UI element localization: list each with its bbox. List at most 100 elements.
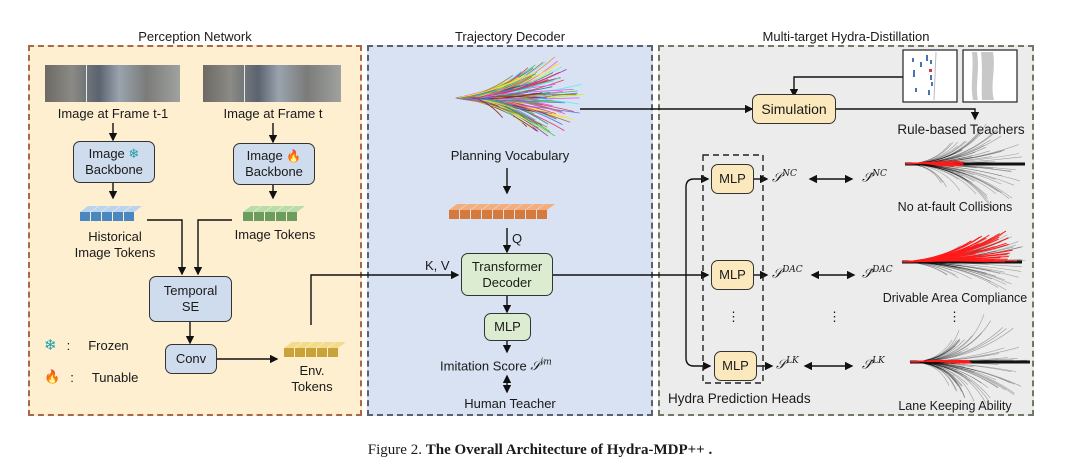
token-top-face	[254, 206, 272, 212]
legend-tunable-label: Tunable	[91, 369, 139, 385]
token-top-face	[102, 206, 120, 212]
transformer-line1: Transformer	[471, 258, 543, 274]
image-tokens-label: Image Tokens	[234, 227, 316, 242]
token-front-face	[254, 212, 264, 221]
fire-icon: 🔥	[286, 149, 302, 163]
rule-teacher-thumbnail-map	[902, 49, 958, 103]
pred-dac-symbol: 𝒮	[772, 266, 783, 282]
env-tokens-label: Env. Tokens	[282, 363, 342, 395]
token-front-face	[243, 212, 253, 221]
env-tokens-graphic	[284, 342, 346, 357]
key-value-label: K, V	[425, 258, 450, 273]
planning-vocabulary-label: Planning Vocabulary	[450, 148, 570, 163]
transformer-decoder-block: Transformer Decoder	[461, 253, 553, 296]
historical-tokens-label: Historical Image Tokens	[60, 229, 170, 261]
token-top-face	[460, 204, 478, 210]
token-front-face	[317, 348, 327, 357]
mlp-head-lk: MLP	[714, 351, 757, 381]
historical-image-tokens-graphic	[80, 206, 142, 221]
token-top-face	[80, 206, 98, 212]
imitation-score-label: Imitation Score 𝒮im	[440, 355, 552, 375]
token-front-face	[493, 210, 503, 219]
perception-network-title: Perception Network	[138, 29, 252, 44]
token-front-face	[306, 348, 316, 357]
token-front-face	[328, 348, 338, 357]
token-front-face	[537, 210, 547, 219]
token-top-face	[91, 206, 109, 212]
figure-caption: Figure 2. The Overall Architecture of Hy…	[0, 442, 1080, 459]
frame-curr-label: Image at Frame t	[223, 106, 323, 121]
arrow-simulation-to-teachers	[836, 108, 980, 121]
token-top-face	[265, 206, 283, 212]
imitation-symbol: 𝒮	[530, 359, 541, 375]
token-top-face	[328, 342, 346, 348]
image-tokens-graphic	[243, 206, 305, 221]
target-lk-symbol: 𝒮̂	[862, 357, 873, 373]
camera-image-frame-curr	[203, 65, 341, 102]
arrow-to-mlp-lk	[685, 275, 712, 371]
mlp-head-nc: MLP	[711, 164, 754, 194]
snowflake-icon: ❄	[128, 146, 140, 161]
target-score-nc: 𝒮̂NC	[862, 169, 887, 185]
target-dac-symbol: 𝒮̂	[862, 266, 873, 282]
token-top-face	[243, 206, 261, 212]
arrow-to-mlp-nc	[685, 174, 710, 275]
pred-score-nc: 𝒮NC	[772, 169, 797, 185]
env-tokens-line1: Env.	[299, 363, 325, 378]
token-top-face	[317, 342, 335, 348]
token-front-face	[124, 212, 134, 221]
highlighted-trajectory	[909, 360, 971, 364]
nc-trajectory-visualization	[904, 123, 1025, 212]
token-top-face	[493, 204, 511, 210]
legend-frozen: ❄ : Frozen	[44, 336, 129, 354]
imitation-score-symbol: 𝒮im	[530, 358, 552, 375]
mlp-head-dac: MLP	[711, 260, 754, 290]
highlighted-trajectory	[901, 238, 992, 263]
temporal-se-block: Temporal SE	[149, 276, 232, 322]
candidate-trajectory	[909, 327, 1014, 363]
metric-nc-label: No at-fault Collisions	[897, 200, 1013, 214]
frame-prev-label: Image at Frame t-1	[57, 106, 169, 121]
arrow-teachers-to-simulation	[789, 76, 903, 98]
token-top-face	[471, 204, 489, 210]
token-front-face	[276, 212, 286, 221]
token-top-face	[287, 206, 305, 212]
candidate-trajectory	[909, 328, 1007, 363]
imitation-sup: im	[540, 358, 552, 368]
caption-prefix: Figure 2.	[367, 442, 422, 458]
pred-lk-sup: LK	[786, 356, 799, 366]
token-front-face	[80, 212, 90, 221]
target-lk-sup: LK	[872, 356, 885, 366]
token-front-face	[460, 210, 470, 219]
token-front-face	[265, 212, 275, 221]
pred-dac-sup: DAC	[782, 265, 803, 275]
vocabulary-trajectory	[455, 72, 536, 99]
rule-teacher-thumbnail-lanes	[962, 49, 1018, 103]
simulation-block: Simulation	[752, 94, 836, 124]
highlighted-trajectory	[904, 162, 946, 165]
transformer-line2: Decoder	[482, 274, 532, 290]
historical-tokens-line2: Image Tokens	[74, 245, 156, 260]
token-top-face	[124, 206, 142, 212]
metric-lk-label: Lane Keeping Ability	[898, 399, 1012, 413]
dac-trajectory-visualization	[901, 230, 1026, 291]
token-top-face	[482, 204, 500, 210]
lk-trajectory-visualization	[909, 314, 1030, 404]
pred-nc-sup: NC	[782, 169, 797, 179]
token-top-face	[526, 204, 544, 210]
arrow-hist-tokens-to-temporal	[147, 219, 187, 276]
target-score-dac: 𝒮̂DAC	[862, 265, 893, 281]
legend-frozen-label: Frozen	[88, 337, 129, 353]
image-backbone-frozen: Image ❄ Backbone	[73, 141, 155, 183]
trajectory-decoder-title: Trajectory Decoder	[454, 29, 566, 44]
token-front-face	[284, 348, 294, 357]
target-nc-symbol: 𝒮̂	[862, 170, 873, 186]
human-teacher-label: Human Teacher	[464, 396, 556, 411]
backbone-frozen-line1: Image	[88, 146, 125, 161]
token-front-face	[471, 210, 481, 219]
vocabulary-trajectory	[455, 97, 566, 104]
hydra-distillation-title: Multi-target Hydra-Distillation	[762, 29, 930, 44]
token-front-face	[91, 212, 101, 221]
arrow-env-tokens-to-decoder-kv	[310, 270, 460, 325]
